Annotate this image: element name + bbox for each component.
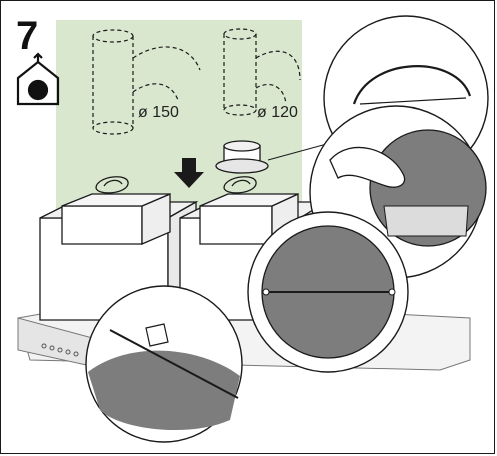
step-number: 7 <box>16 14 39 58</box>
damper-icons <box>95 176 257 194</box>
adapter-ring <box>215 140 269 174</box>
duct-large-label: ø 150 <box>138 104 179 121</box>
inset-round-damper <box>247 211 409 373</box>
down-arrow <box>174 158 204 188</box>
duct-large <box>92 29 201 135</box>
house-fan-icon <box>16 52 60 106</box>
duct-small-label: ø 120 <box>257 104 298 121</box>
control-buttons <box>41 343 79 357</box>
inset-clip-detail <box>85 285 243 443</box>
hood-body-left <box>39 193 199 322</box>
duct-small <box>223 28 301 116</box>
